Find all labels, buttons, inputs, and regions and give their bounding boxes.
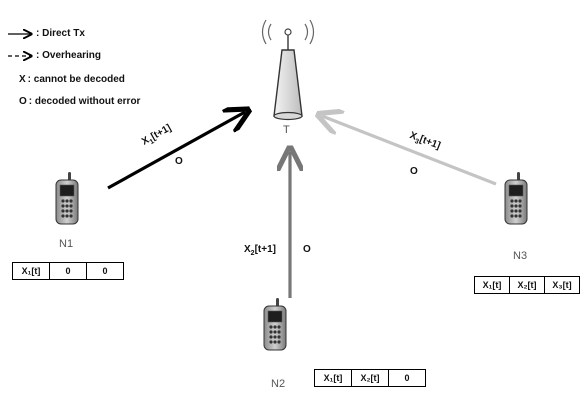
- node-n3-label: N3: [513, 250, 528, 262]
- legend-cannot-decode-text: : cannot be decoded: [27, 74, 125, 85]
- table-cell: X₁[t]: [12, 262, 50, 280]
- base-station-tower-icon: [261, 19, 315, 121]
- table-cell: 0: [49, 262, 87, 280]
- edge-n3-to-t: [322, 116, 497, 186]
- node-n3-table: X₁[t] X₂[t] X₃[t]: [474, 276, 580, 294]
- legend-decoded-ok-text: : decoded without error: [28, 96, 141, 107]
- phone-icon-n1: [55, 171, 79, 225]
- legend-overhearing-text: : Overhearing: [36, 50, 102, 61]
- legend-direct-tx-text: : Direct Tx: [36, 28, 85, 39]
- legend-o-symbol: O: [19, 96, 27, 107]
- table-cell: X₂[t]: [351, 369, 389, 387]
- table-cell: X₁[t]: [314, 369, 352, 387]
- edge-n2-label-base: X: [244, 244, 251, 255]
- legend-direct-tx: : Direct Tx: [36, 28, 85, 39]
- edge-n2-mark: O: [303, 244, 311, 255]
- table-cell: X₃[t]: [544, 276, 580, 294]
- edge-n1-mark: O: [175, 156, 183, 167]
- table-cell: X₂[t]: [509, 276, 545, 294]
- edge-n3-mark: O: [410, 166, 418, 177]
- edge-n1-to-t: [107, 112, 245, 190]
- edge-n2-label-sub: 2: [250, 250, 255, 257]
- table-cell: 0: [86, 262, 124, 280]
- legend-cannot-decode: X : cannot be decoded: [19, 74, 125, 85]
- table-cell: 0: [388, 369, 426, 387]
- legend-x-symbol: X: [19, 74, 26, 85]
- node-n1-table: X₁[t] 0 0: [12, 262, 124, 280]
- legend-decoded-ok: O : decoded without error: [19, 96, 140, 107]
- legend-overhearing: : Overhearing: [36, 50, 101, 61]
- edge-n2-label: X2[t+1]: [244, 244, 276, 257]
- node-n1-label: N1: [59, 238, 74, 250]
- node-n2-label: N2: [271, 378, 286, 390]
- phone-icon-n3: [504, 171, 528, 225]
- phone-icon-n2: [263, 297, 287, 351]
- base-station-label: T: [283, 124, 290, 136]
- node-n2-table: X₁[t] X₂[t] 0: [314, 369, 426, 387]
- edge-n2-label-rest: [t+1]: [254, 244, 276, 255]
- table-cell: X₁[t]: [474, 276, 510, 294]
